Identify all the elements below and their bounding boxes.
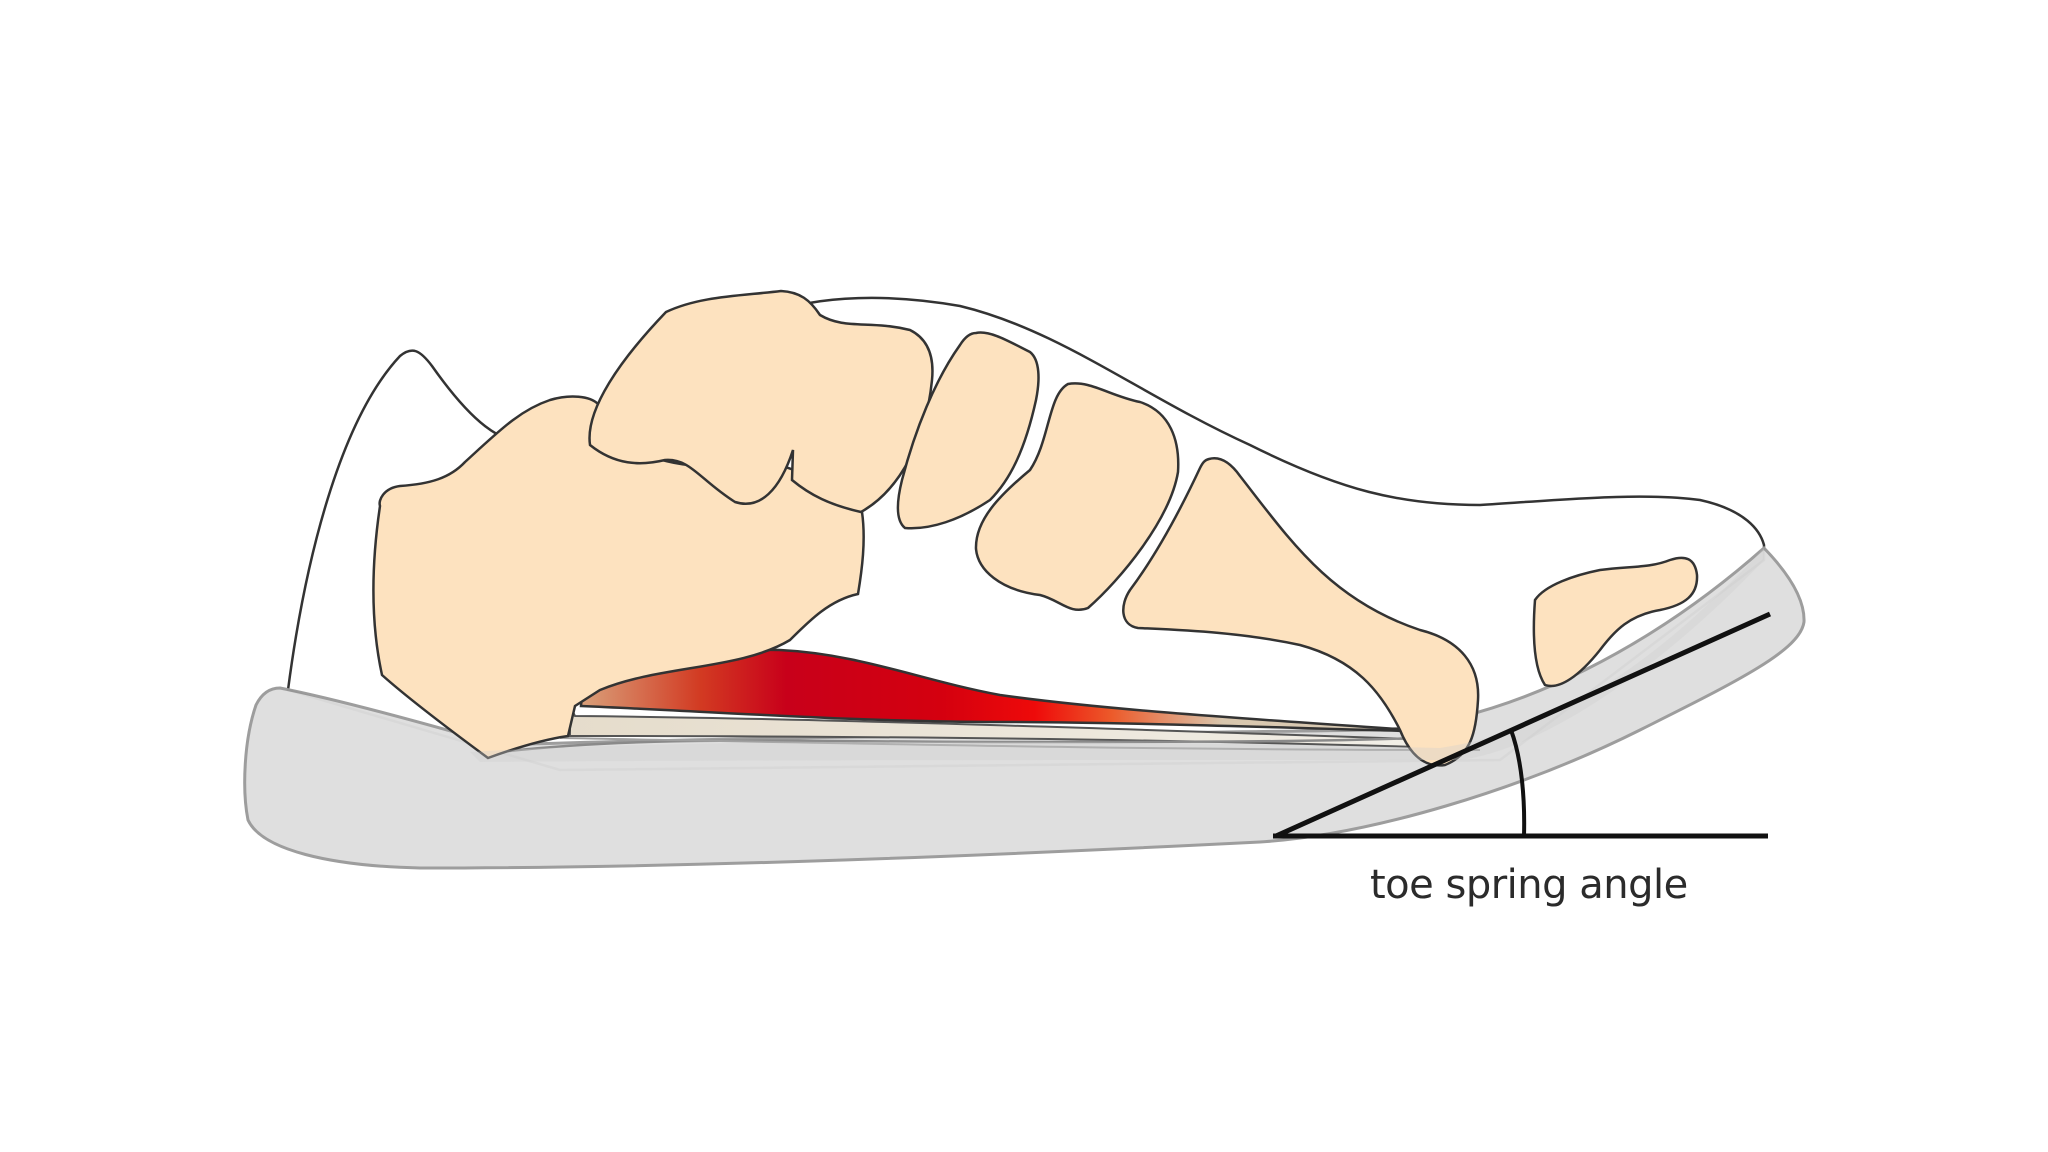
navicular (896, 331, 1040, 530)
metatarsal (1122, 457, 1480, 767)
cuneiform (974, 382, 1180, 611)
insole-line (499, 733, 1471, 754)
talus (588, 289, 934, 514)
phalanx (1532, 556, 1699, 688)
angle-incline-line (1274, 611, 1772, 839)
toe-spring-angle-label: toe spring angle (1370, 862, 1688, 908)
angle-arc (1509, 729, 1527, 837)
insole-line-2 (559, 737, 1481, 751)
angle-indicator (1273, 611, 1772, 839)
